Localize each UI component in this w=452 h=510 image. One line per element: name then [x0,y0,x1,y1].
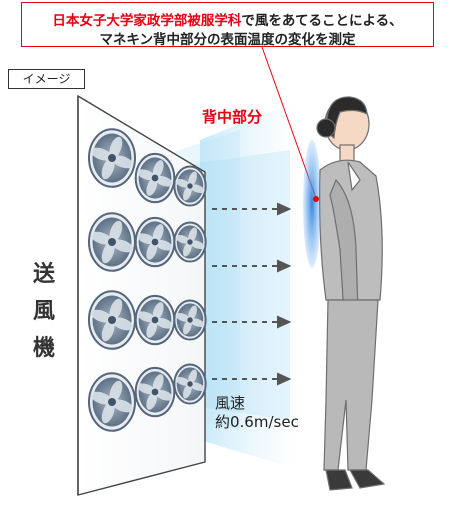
fan-icon [134,216,176,268]
fan-icon [173,299,207,341]
fan-icon [88,372,136,432]
blower-label: 送 風 機 [32,256,56,367]
study-callout: 日本女子大学家政学部被服学科で風をあてることによる、 マネキン背中部分の表面温度… [21,2,434,48]
wind-speed-label: 風速 [215,394,246,412]
back-highlight [303,140,321,268]
callout-line-2: マネキン背中部分の表面温度の変化を測定 [99,32,356,48]
fan-icon [88,128,136,188]
university-name: 日本女子大学家政学部被服学科 [52,13,242,29]
fan-icon [134,366,176,418]
fan-icon [173,221,207,263]
fan-icon [88,212,136,272]
back-part-label: 背中部分 [202,108,263,126]
fan-icon [173,363,207,405]
fan-icon [134,152,176,204]
wind-speed: 風速 約0.6m/sec [215,394,299,432]
wind-speed-value: 約0.6m/sec [215,413,299,431]
fan-grid [88,128,207,432]
callout-line-1: 日本女子大学家政学部被服学科で風をあてることによる、 [22,9,433,29]
blower-label-char-2: 風 [32,299,55,324]
measurement-point [313,196,319,202]
fan-icon [134,294,176,346]
fan-icon [88,290,136,350]
image-tag: イメージ [8,69,85,89]
mannequin [316,96,386,491]
blower-label-char-3: 機 [32,336,55,361]
fan-icon [173,165,207,207]
callout-line-1-rest: で風をあてることによる、 [241,13,403,29]
blower-label-char-1: 送 [32,262,55,287]
airflow-arrows [212,202,292,386]
